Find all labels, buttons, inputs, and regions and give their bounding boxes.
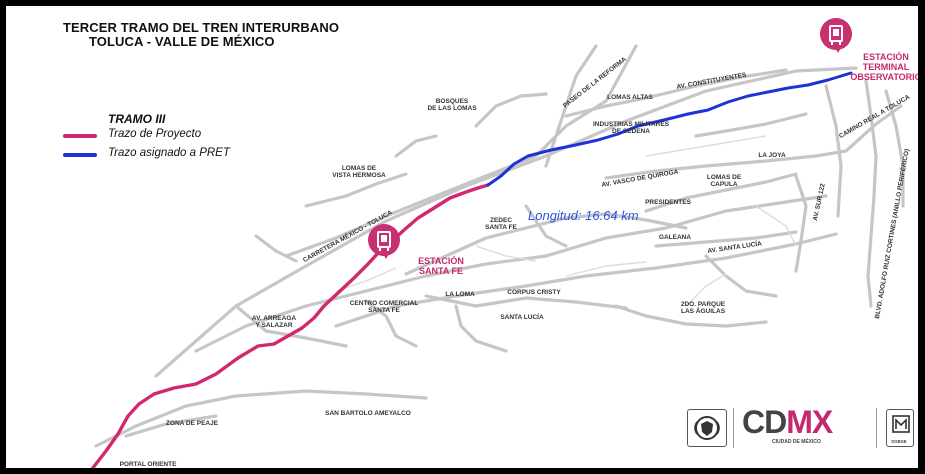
place-corpus: CORPUS CRISTY bbox=[507, 289, 561, 296]
metro-emblem-icon bbox=[892, 415, 910, 433]
road-network bbox=[90, 44, 905, 468]
place-la-joya: LA JOYA bbox=[758, 152, 786, 159]
legend-swatch-project bbox=[63, 134, 97, 138]
metro-emblem-logo: SOBSE bbox=[886, 409, 914, 447]
cdmx-logo-accent: MX bbox=[786, 404, 833, 440]
cdmx-logo: CDMX bbox=[742, 404, 833, 441]
station-terminal-line2: TERMINAL bbox=[862, 62, 910, 72]
terminal-station-icon bbox=[820, 18, 852, 53]
station-terminal-line3: OBSERVATORIO bbox=[850, 72, 918, 82]
shield-emblem-icon bbox=[694, 416, 720, 440]
place-santa-lucia: SANTA LUCÍA bbox=[500, 314, 544, 321]
station-santa-fe-line2: SANTA FE bbox=[419, 266, 463, 276]
station-terminal-line1: ESTACIÓN bbox=[863, 52, 909, 62]
shield-emblem-logo bbox=[687, 409, 727, 447]
place-zona-peaje: ZONA DE PEAJE bbox=[165, 420, 219, 427]
project-route bbox=[90, 183, 490, 468]
legend-swatch-pret bbox=[63, 153, 97, 157]
legend-item-pret: Trazo asignado a PRET bbox=[108, 147, 230, 159]
map-title-line2: TOLUCA - VALLE DE MÉXICO bbox=[89, 34, 275, 49]
station-santa-fe-label: ESTACIÓN SANTA FE bbox=[418, 256, 464, 276]
place-portal-oriente: PORTAL ORIENTE bbox=[119, 461, 177, 468]
place-la-loma: LA LOMA bbox=[445, 291, 475, 298]
place-presidentes: PRESIDENTES bbox=[645, 199, 691, 206]
pret-route bbox=[486, 71, 853, 187]
station-terminal-label: ESTACIÓN TERMINAL OBSERVATORIO bbox=[850, 52, 918, 82]
logo-separator-right bbox=[876, 408, 877, 448]
station-santa-fe-line1: ESTACIÓN bbox=[418, 256, 464, 266]
map-title-line1: TERCER TRAMO DEL TREN INTERURBANO bbox=[63, 20, 340, 35]
cdmx-logo-prefix: CD bbox=[742, 404, 787, 440]
cdmx-logo-subtitle: CIUDAD DE MÉXICO bbox=[772, 439, 821, 445]
metro-emblem-caption: SOBSE bbox=[891, 439, 907, 444]
place-galeana: GALEANA bbox=[658, 234, 692, 241]
map-canvas: TERCER TRAMO DEL TREN INTERURBANO TOLUCA… bbox=[6, 6, 918, 468]
logo-separator-left bbox=[733, 408, 734, 448]
santa-fe-station-icon bbox=[368, 224, 400, 259]
place-san-bartolo: SAN BARTOLO AMEYALCO bbox=[325, 410, 411, 417]
legend-item-project: Trazo de Proyecto bbox=[108, 128, 202, 140]
legend-title: TRAMO III bbox=[108, 112, 166, 126]
route-length-label: Longitud: 16.64 km bbox=[528, 208, 639, 223]
place-lomas-altas: LOMAS ALTAS bbox=[607, 94, 653, 101]
